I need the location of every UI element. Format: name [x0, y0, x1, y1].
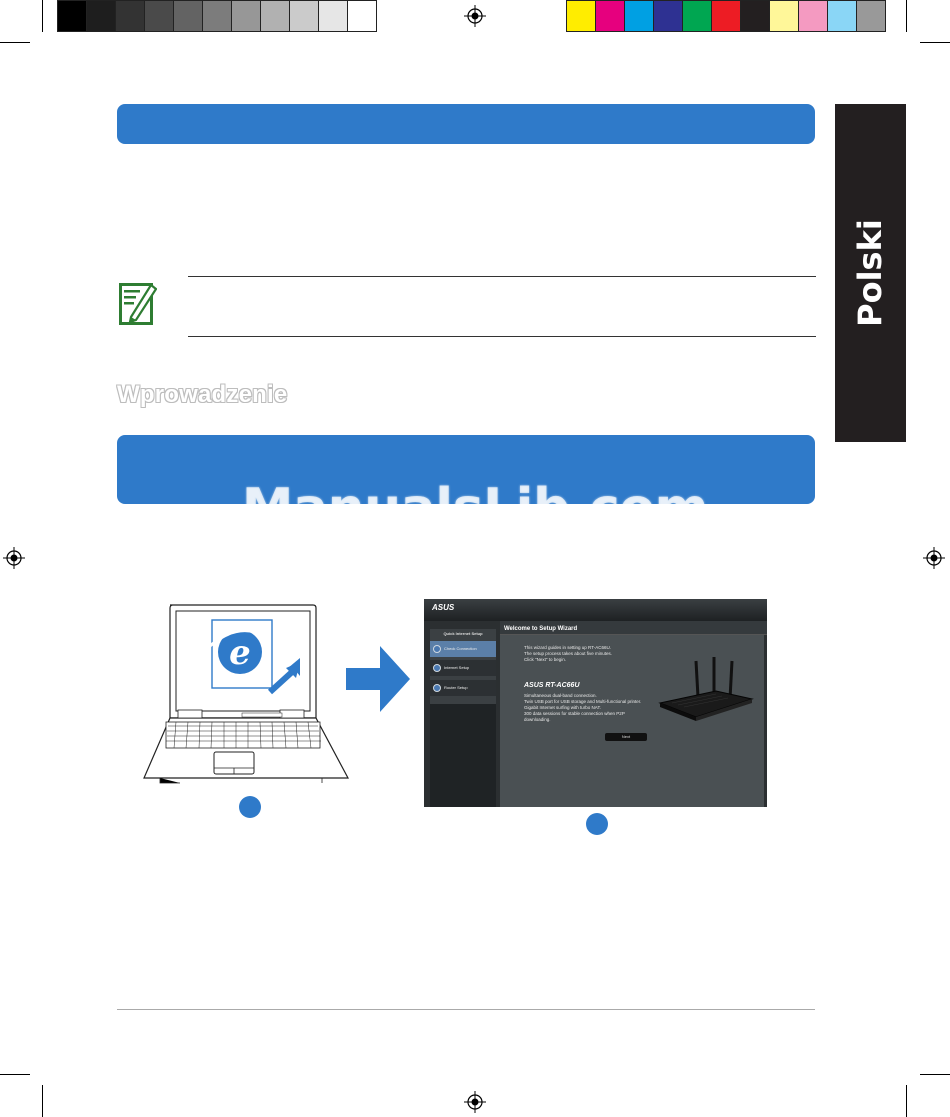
- crop-mark: [42, 1085, 43, 1117]
- color-swatch: [799, 1, 828, 31]
- wizard-main-panel: This wizard guides in setting up RT-AC66…: [500, 621, 767, 807]
- color-swatch: [741, 1, 770, 31]
- wizard-intro-line: This wizard guides in setting up RT-AC66…: [524, 645, 611, 650]
- color-swatch: [174, 1, 203, 31]
- wizard-intro-line: The setup process takes about five minut…: [524, 651, 613, 656]
- note-pencil-icon: [119, 283, 157, 325]
- language-side-tab: Polski: [835, 104, 906, 442]
- watermark: ManualsLib.com: [241, 478, 709, 538]
- color-swatch: [116, 1, 145, 31]
- crop-mark: [906, 1085, 907, 1117]
- wizard-step-router-setup[interactable]: Router Setup: [430, 680, 496, 696]
- crop-mark: [920, 42, 950, 43]
- blue-right-arrow-icon: [346, 646, 410, 712]
- note-bottom-rule: [188, 336, 816, 337]
- step-indicator-2: [586, 813, 608, 835]
- color-swatch: [58, 1, 87, 31]
- step-indicator-1: [239, 796, 261, 818]
- wizard-intro-line: Click "Next" to begin.: [524, 657, 566, 662]
- color-swatch: [261, 1, 290, 31]
- wizard-side-menu: Quick Internet Setup Check Connection In…: [430, 629, 496, 704]
- color-swatch: [290, 1, 319, 31]
- wizard-side-header: Quick Internet Setup: [443, 631, 483, 636]
- color-swatch: [625, 1, 654, 31]
- color-swatch: [683, 1, 712, 31]
- color-swatch: [203, 1, 232, 31]
- section-header-bar: [117, 104, 815, 144]
- registration-mark-icon: [464, 5, 486, 27]
- crop-mark: [0, 1074, 30, 1075]
- color-swatch: [712, 1, 741, 31]
- registration-mark-icon: [3, 547, 25, 569]
- color-swatch: [770, 1, 799, 31]
- wizard-feature-line: downloading.: [524, 717, 551, 722]
- wizard-title-bar: [500, 621, 767, 635]
- wizard-step-label: Check Connection: [444, 646, 477, 651]
- wizard-product-name: ASUS RT-AC66U: [524, 682, 580, 689]
- step-circle-icon: [433, 664, 441, 672]
- step-header-bar: [117, 435, 815, 504]
- asus-logo: ASUS: [432, 603, 455, 612]
- wizard-feature-line: Gigabit Internet surfing with turbo NAT.: [524, 705, 601, 710]
- wizard-step-internet-setup[interactable]: Internet Setup: [430, 660, 496, 676]
- step-circle-icon: [433, 645, 441, 653]
- color-swatch: [828, 1, 857, 31]
- section-heading: Wprowadzenie: [117, 381, 288, 408]
- registration-mark-icon: [923, 547, 945, 569]
- footer-rule: [117, 1009, 815, 1010]
- svg-text:e: e: [229, 633, 251, 673]
- color-swatch: [654, 1, 683, 31]
- wizard-step-label: Internet Setup: [444, 665, 470, 670]
- crop-mark: [0, 42, 30, 43]
- wizard-next-button[interactable]: Next: [605, 733, 647, 741]
- router-image: [658, 657, 754, 721]
- wizard-title: Welcome to Setup Wizard: [504, 626, 578, 632]
- wizard-top-bar: ASUS: [424, 599, 767, 621]
- wizard-step-label: Router Setup: [444, 685, 468, 690]
- color-swatch: [319, 1, 348, 31]
- setup-wizard-screenshot: ASUS This wizard guides in setting up RT…: [424, 599, 767, 807]
- wizard-feature-line: Simultaneous dual-band connection.: [524, 693, 597, 698]
- wizard-step-check-connection[interactable]: Check Connection: [430, 641, 496, 657]
- color-swatch: [567, 1, 596, 31]
- note-top-rule: [188, 276, 816, 277]
- color-swatch: [596, 1, 625, 31]
- color-swatch: [857, 1, 885, 31]
- language-tab-label: Polski: [851, 219, 889, 327]
- laptop-ie-icon: e: [143, 604, 349, 784]
- color-swatch: [145, 1, 174, 31]
- crop-mark: [42, 0, 43, 32]
- color-swatch: [232, 1, 261, 31]
- color-swatch: [87, 1, 116, 31]
- wizard-feature-line: Twin USB port for USB storage and Multi-…: [524, 699, 642, 704]
- color-swatch: [348, 1, 376, 31]
- registration-mark-icon: [464, 1091, 486, 1113]
- wizard-left-column: [430, 704, 496, 807]
- cmyk-color-bar: [566, 0, 886, 32]
- crop-mark: [920, 1074, 950, 1075]
- step-circle-icon: [433, 684, 441, 692]
- wizard-feature-line: 300 data sessions for stable connection …: [524, 711, 625, 716]
- grayscale-color-bar: [57, 0, 377, 32]
- crop-mark: [906, 0, 907, 32]
